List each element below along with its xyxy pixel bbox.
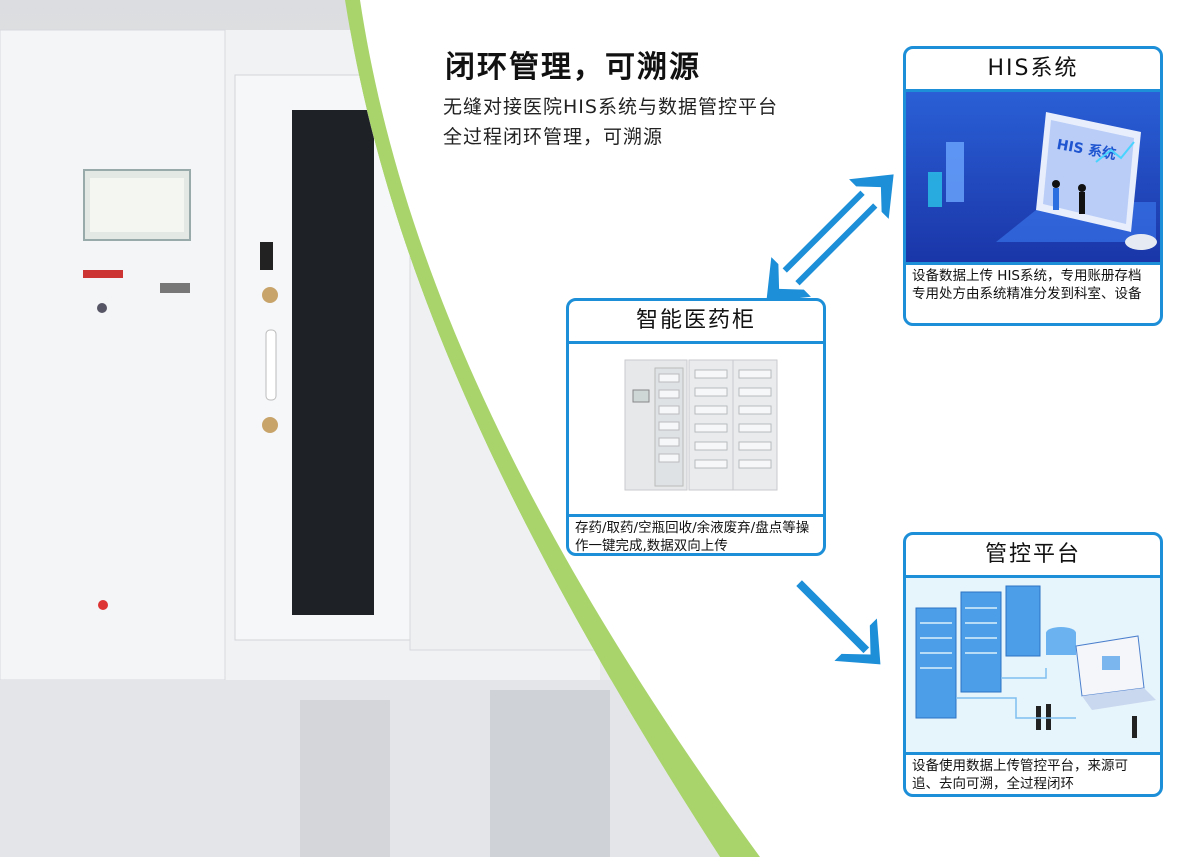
his-card-description: 设备数据上传 HIS系统，专用账册存档专用处方由系统精准分发到科室、设备 [906, 262, 1160, 305]
his-card-title: HIS系统 [906, 49, 1160, 92]
subtitle-line-1: 无缝对接医院HIS系统与数据管控平台 [443, 96, 778, 118]
cabinet-thumbnail [569, 344, 823, 514]
platform-card-title: 管控平台 [906, 535, 1160, 578]
his-illustration: HIS 系统 [906, 92, 1160, 262]
cabinet-card-description: 存药/取药/空瓶回收/余液废弃/盘点等操作一键完成,数据双向上传 [569, 514, 823, 553]
his-system-card: HIS系统 HIS 系统 设备数据上传 HIS系统，专用账册存档专用处方由系统精… [903, 46, 1163, 326]
cabinet-card-title: 智能医药柜 [569, 301, 823, 344]
platform-card-description: 设备使用数据上传管控平台，来源可追、去向可溯，全过程闭环 [906, 752, 1160, 794]
smart-cabinet-card: 智能医药柜 [566, 298, 826, 556]
subtitle-line-2: 全过程闭环管理，可溯源 [443, 126, 664, 148]
platform-illustration [906, 578, 1160, 752]
control-platform-card: 管控平台 设备使用数 [903, 532, 1163, 797]
headline: 闭环管理，可溯源 [445, 50, 701, 85]
